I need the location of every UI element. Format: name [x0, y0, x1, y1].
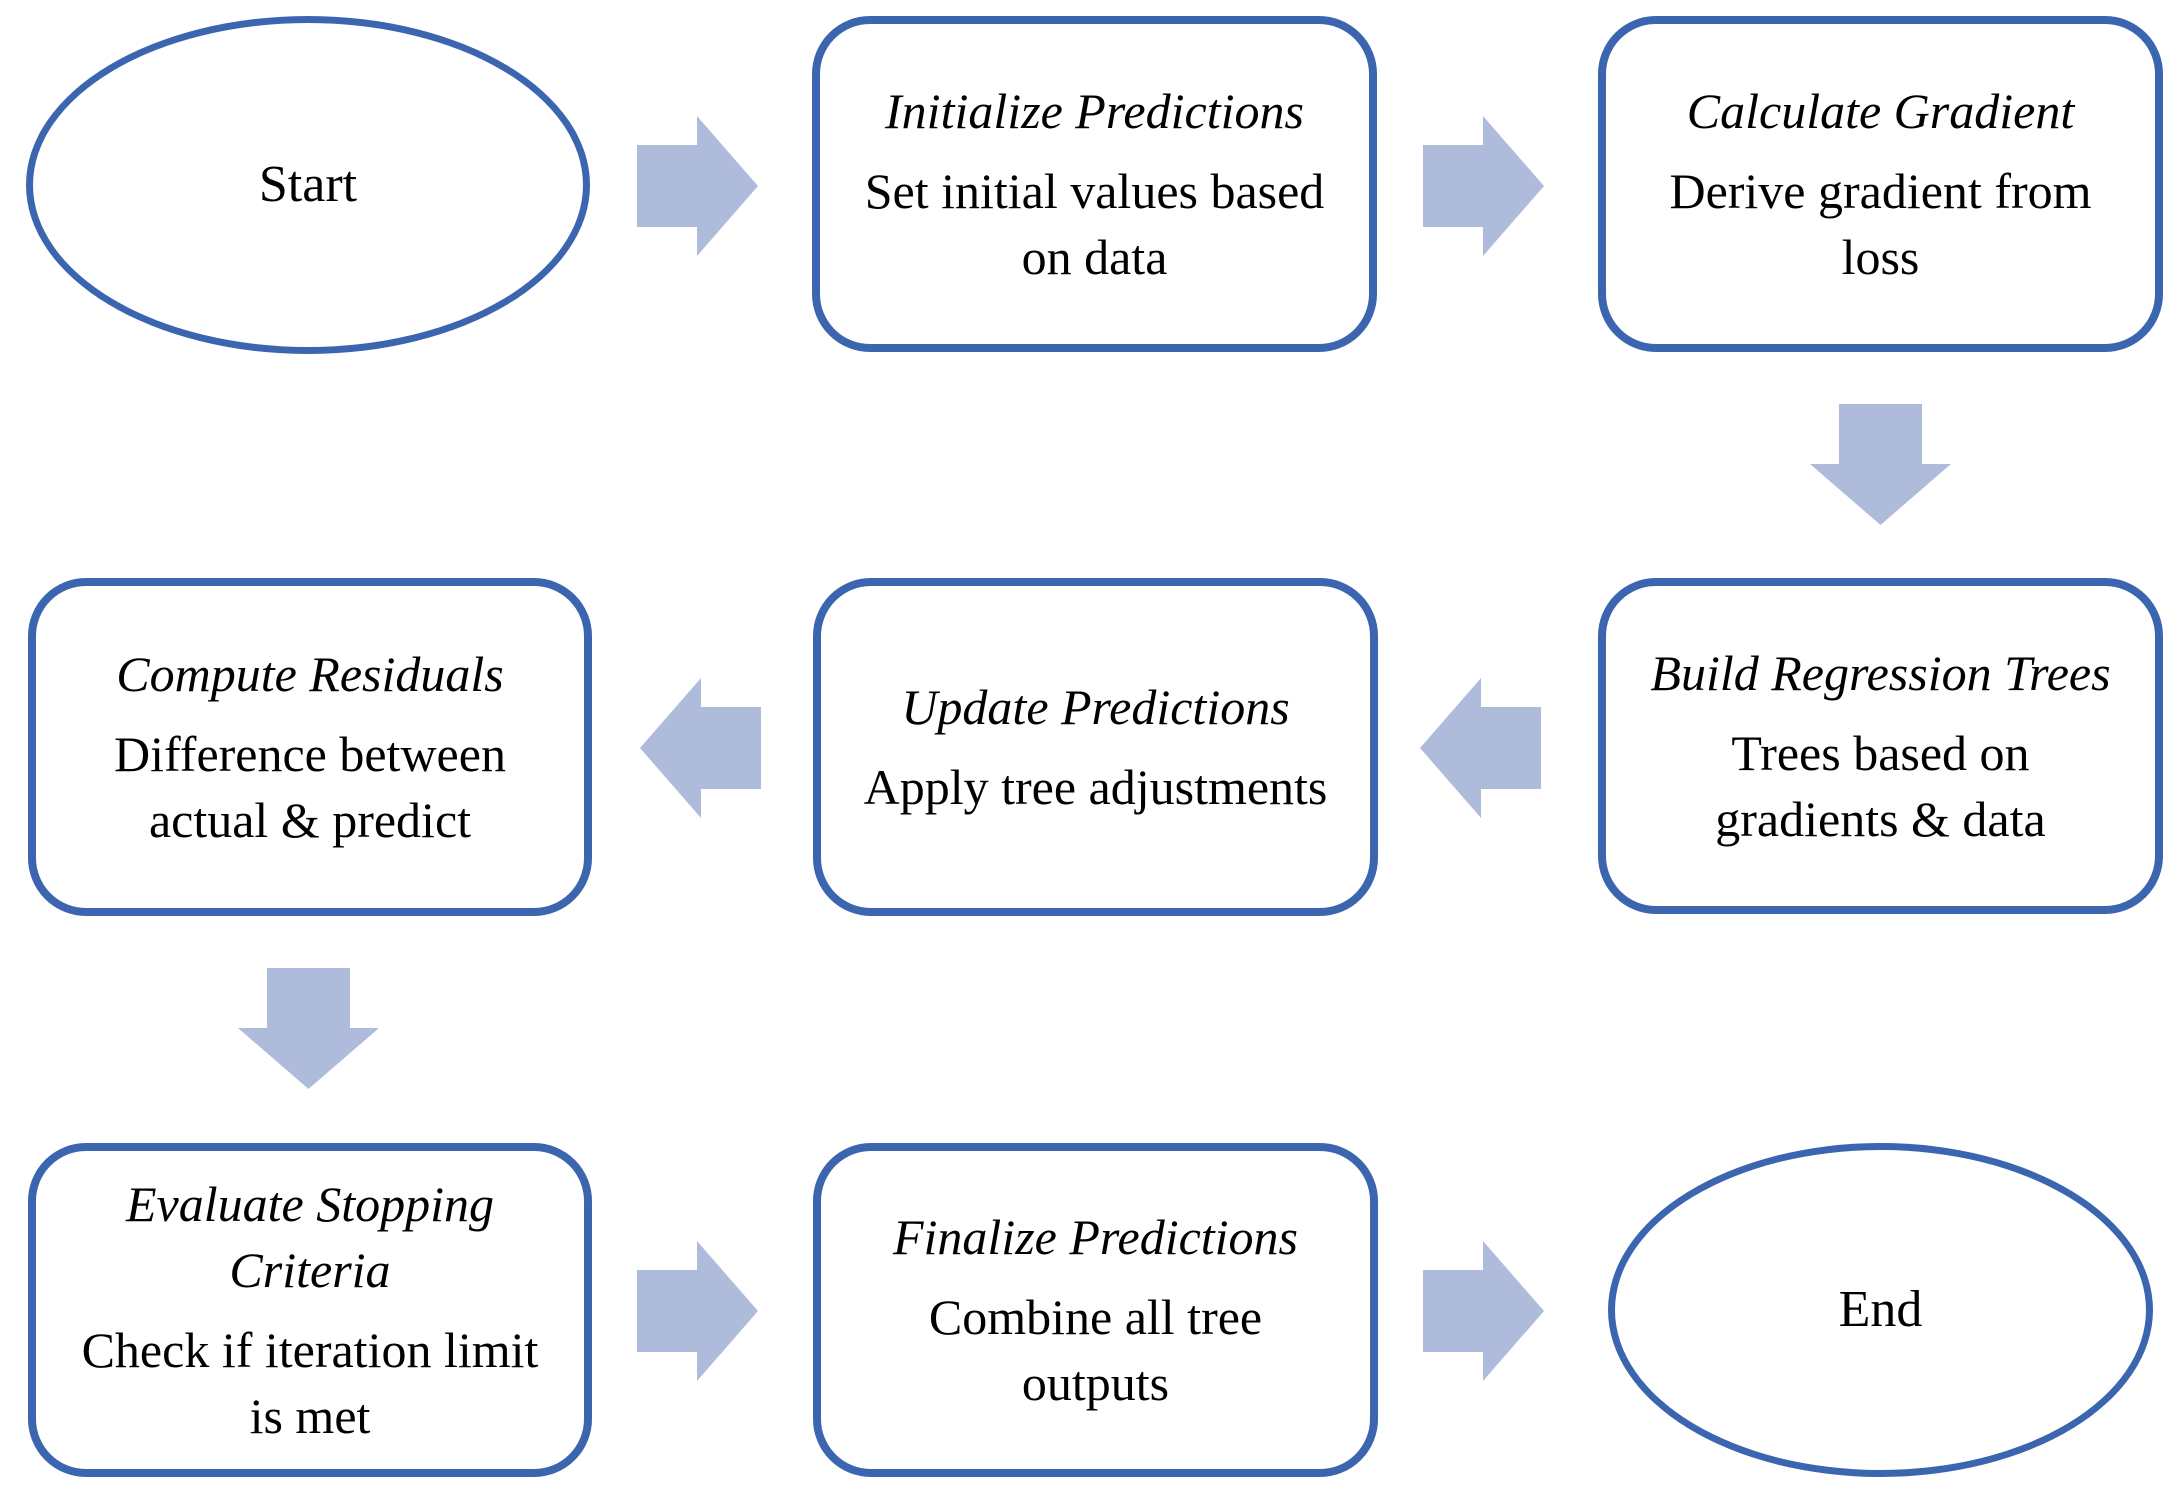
left-block-arrow-icon — [640, 678, 761, 818]
node-subtitle: Apply tree adjustments — [863, 759, 1328, 815]
node-compute-residuals: Compute Residuals Difference between act… — [28, 578, 592, 916]
right-block-arrow-icon — [1423, 1241, 1544, 1381]
node-initialize-predictions: Initialize Predictions Set initial value… — [812, 16, 1377, 352]
arrow-evaluate-to-finalize — [637, 1241, 758, 1381]
node-build-regression-trees: Build Regression Trees Trees based on gr… — [1598, 578, 2163, 914]
node-title: Calculate Gradient — [1686, 83, 2075, 139]
node-finalize-predictions: Finalize Predictions Combine all tree ou… — [813, 1143, 1378, 1477]
node-title: Evaluate Stopping Criteria — [126, 1176, 494, 1298]
arrow-calculate-to-build — [1810, 404, 1951, 525]
node-title: Finalize Predictions — [892, 1209, 1299, 1265]
node-title: Initialize Predictions — [885, 83, 1304, 139]
right-block-arrow-icon — [637, 1241, 758, 1381]
arrow-start-to-initialize — [637, 116, 758, 256]
node-subtitle: Trees based on gradients & data — [1715, 725, 2046, 847]
node-end: End — [1608, 1143, 2153, 1477]
down-block-arrow-icon — [1810, 404, 1951, 525]
right-block-arrow-icon — [637, 116, 758, 256]
arrow-build-to-update — [1420, 678, 1541, 818]
down-block-arrow-icon — [238, 968, 379, 1089]
node-start: Start — [26, 16, 590, 354]
node-label: Start — [258, 156, 358, 213]
node-title: Build Regression Trees — [1650, 645, 2111, 701]
node-title: Compute Residuals — [116, 646, 504, 702]
right-block-arrow-icon — [1423, 116, 1544, 256]
node-title: Update Predictions — [901, 679, 1290, 735]
arrow-initialize-to-calculate — [1423, 116, 1544, 256]
arrow-finalize-to-end — [1423, 1241, 1544, 1381]
arrow-update-to-compute — [640, 678, 761, 818]
node-subtitle: Combine all tree outputs — [928, 1289, 1263, 1411]
node-calculate-gradient: Calculate Gradient Derive gradient from … — [1598, 16, 2163, 352]
node-evaluate-stopping-criteria: Evaluate Stopping Criteria Check if iter… — [28, 1143, 592, 1477]
arrow-compute-to-evaluate — [238, 968, 379, 1089]
node-subtitle: Check if iteration limit is met — [81, 1322, 539, 1444]
node-subtitle: Derive gradient from loss — [1669, 163, 2092, 285]
left-block-arrow-icon — [1420, 678, 1541, 818]
node-subtitle: Set initial values based on data — [864, 163, 1325, 285]
node-subtitle: Difference between actual & predict — [114, 726, 506, 848]
node-label: End — [1838, 1281, 1923, 1338]
node-update-predictions: Update Predictions Apply tree adjustment… — [813, 578, 1378, 916]
